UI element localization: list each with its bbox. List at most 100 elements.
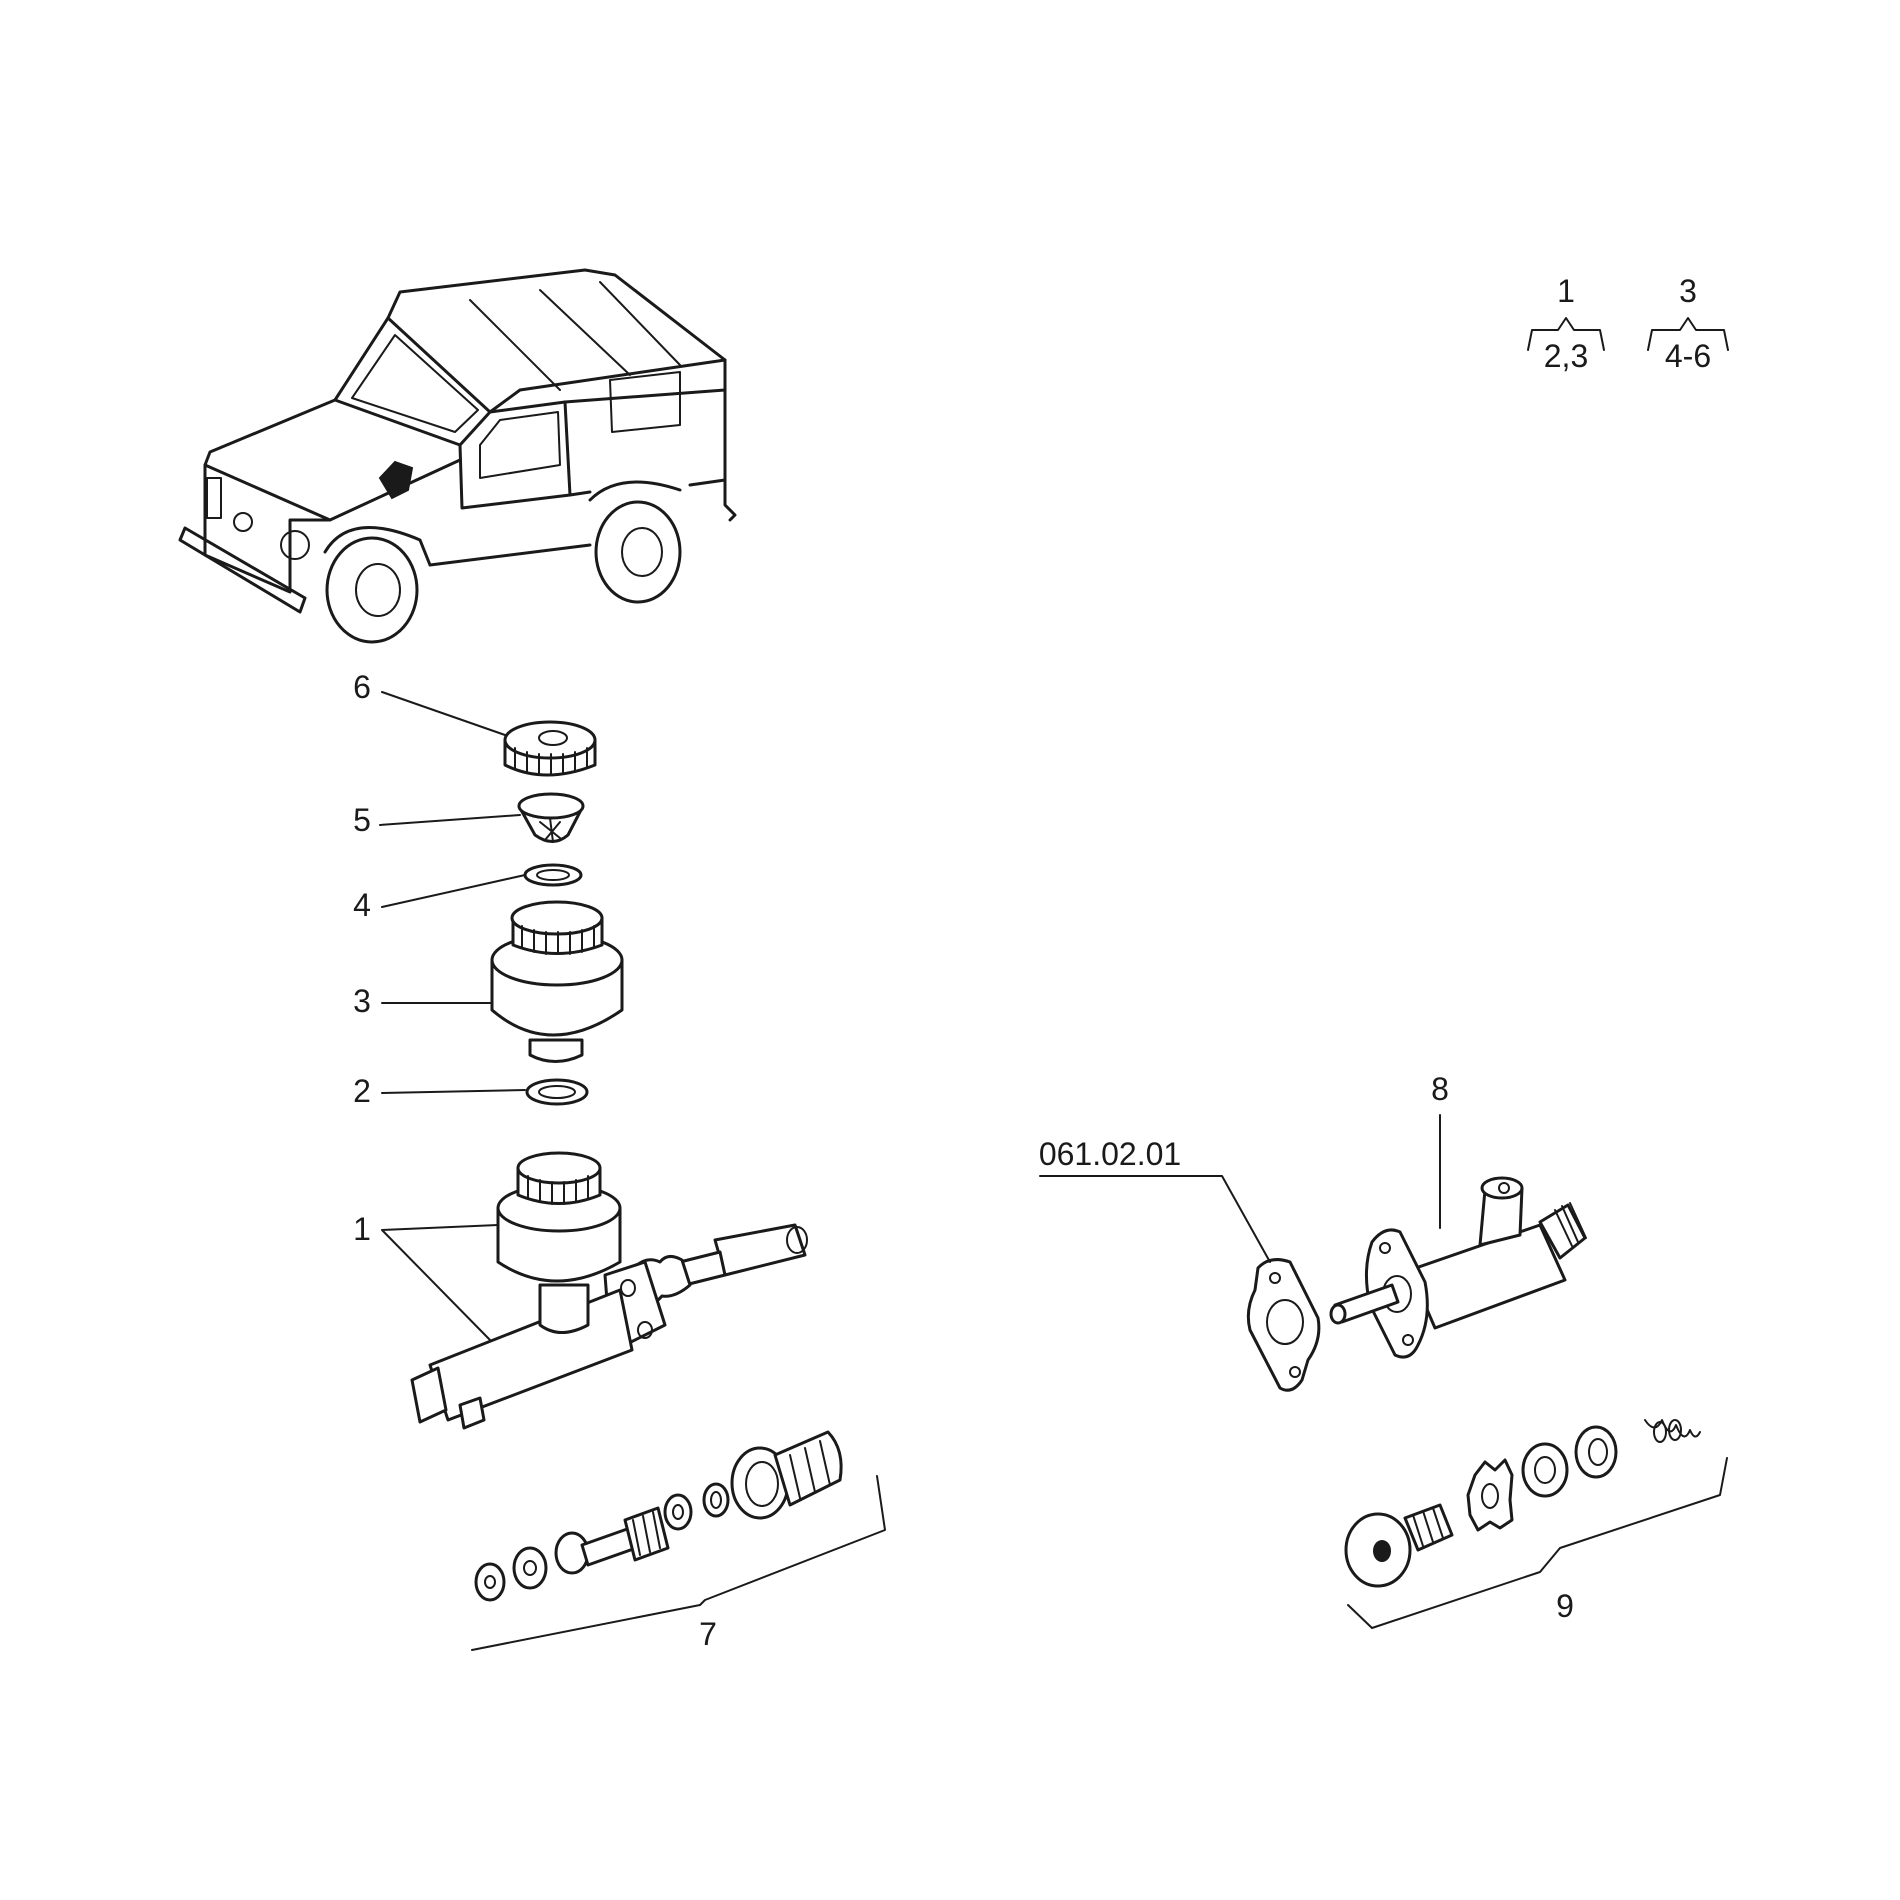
seal-ring-inner — [536, 869, 570, 881]
reservoir-thread — [521, 925, 595, 955]
vehicle-illustration — [178, 268, 737, 644]
kit7-ring-c — [702, 1482, 730, 1518]
kit7-spring-coils — [632, 1511, 661, 1556]
vehicle-headlight — [280, 530, 310, 560]
vehicle-rear-hub — [621, 527, 663, 577]
vehicle-side-window — [609, 371, 681, 433]
vehicle-front-hub — [355, 563, 401, 617]
kit9-spring-coil-a — [1653, 1421, 1667, 1443]
reservoir-column — [538, 1283, 590, 1334]
slave-gasket-bore — [1266, 1299, 1304, 1345]
kit9-cup-inner — [1588, 1438, 1608, 1466]
vehicle-emblem — [233, 512, 253, 532]
slave-gasket-hole-bottom — [1289, 1366, 1301, 1378]
legend-2-top: 3 — [1679, 273, 1697, 309]
kit9-star-washer — [1466, 1458, 1514, 1532]
kit9-spring — [1644, 1419, 1701, 1438]
kit7-ring-c-hole — [710, 1491, 722, 1509]
callout-7: 7 — [699, 1616, 717, 1652]
master-reservoir-cap — [516, 1151, 602, 1185]
cap-top — [503, 720, 597, 760]
vehicle-windshield — [333, 316, 492, 447]
legend-1-bottom: 2,3 — [1544, 338, 1588, 374]
vehicle-clutch-master-location — [378, 460, 414, 500]
legend-2-bottom: 4-6 — [1665, 338, 1711, 374]
part-4-seal-ring — [523, 863, 583, 887]
vehicle-front — [203, 463, 332, 594]
cap-vent — [538, 730, 568, 746]
callout-8: 8 — [1431, 1071, 1449, 1107]
kit7-cup-a-hole — [523, 1560, 537, 1576]
callout-3: 3 — [353, 983, 371, 1019]
vehicle-windshield-glass — [351, 334, 479, 433]
reservoir-neck-top — [510, 900, 604, 936]
callout-2: 2 — [353, 1073, 371, 1109]
seal-ring-outer — [523, 863, 583, 887]
slave-push-rod-tip — [1329, 1303, 1347, 1325]
master-reservoir-thread — [527, 1175, 589, 1205]
clevis-pin-hole — [786, 1226, 808, 1254]
callout-5: 5 — [353, 802, 371, 838]
legend-1-top: 1 — [1557, 273, 1575, 309]
kit7-seal-b-hole — [672, 1504, 684, 1520]
slave-flange-hole-top — [1379, 1242, 1391, 1254]
outlet-port — [410, 1366, 448, 1424]
flange-hole-top — [620, 1279, 636, 1297]
vehicle-bumper — [178, 526, 307, 614]
kit9-star-washer-hole — [1481, 1483, 1499, 1509]
kit7-boot-collar-inner — [745, 1461, 779, 1507]
vehicle-roof-front-edge — [488, 358, 727, 414]
slave-inlet-port — [1498, 1182, 1510, 1194]
callout-6: 6 — [353, 669, 371, 705]
callout-ref-061-02-01: 061.02.01 — [1039, 1136, 1181, 1172]
callout-9: 9 — [1556, 1588, 1574, 1624]
vehicle-front-arch — [323, 526, 432, 567]
washer-inner — [538, 1085, 576, 1099]
part-7-master-repair-kit — [474, 1430, 843, 1602]
leader-2 — [381, 1089, 526, 1094]
kit7-cup-a — [512, 1546, 548, 1590]
slave-inlet-top — [1480, 1176, 1524, 1200]
slave-flange-hole-bottom — [1402, 1334, 1414, 1346]
kit7-bellows-folds — [789, 1440, 831, 1499]
kit7-washer-a — [474, 1562, 506, 1602]
legend-1-brace — [1527, 317, 1605, 351]
kit9-spring-coils — [1412, 1507, 1444, 1547]
legend-group-1: 1 2,3 — [1527, 273, 1605, 374]
vehicle-door-window — [479, 411, 561, 479]
leader-5 — [379, 814, 521, 826]
strainer-mesh — [539, 817, 561, 843]
slave-gasket — [1246, 1258, 1321, 1392]
leader-6 — [381, 691, 506, 736]
bracket-9 — [1347, 1457, 1728, 1629]
part-6-reservoir-cap — [503, 720, 597, 777]
vehicle-rear-wheel — [594, 500, 682, 604]
kit7-washer-a-hole — [484, 1575, 496, 1589]
bracket-7 — [471, 1475, 886, 1651]
kit7-seal-b — [663, 1493, 693, 1531]
part-5-strainer — [517, 792, 585, 843]
part-2-washer — [525, 1078, 589, 1106]
leader-4 — [381, 874, 526, 908]
kit9-piston-face — [1534, 1456, 1556, 1484]
part-1-clutch-master-cylinder — [410, 1151, 808, 1430]
part-3-reservoir — [490, 900, 624, 1063]
kit9-spring-coil-b — [1668, 1419, 1682, 1441]
vehicle-indicator-left — [206, 477, 222, 519]
vehicle-roof-ribs — [469, 281, 681, 391]
callout-1: 1 — [353, 1211, 371, 1247]
leader-ref — [1039, 1175, 1271, 1263]
reservoir-spigot — [528, 1038, 584, 1063]
kit7-boot-bellows — [773, 1430, 843, 1507]
kit9-cup — [1574, 1425, 1618, 1479]
legend-group-2: 3 4-6 — [1647, 273, 1729, 374]
vehicle-rear — [723, 358, 737, 522]
kit9-boot-hole — [1373, 1540, 1391, 1562]
slave-gasket-hole-top — [1269, 1272, 1281, 1284]
vehicle-rear-arch — [588, 480, 682, 502]
flange-hole-bottom — [637, 1321, 653, 1339]
cap-knurling — [514, 747, 588, 775]
kit9-piston — [1521, 1442, 1569, 1498]
callout-4: 4 — [353, 887, 371, 923]
